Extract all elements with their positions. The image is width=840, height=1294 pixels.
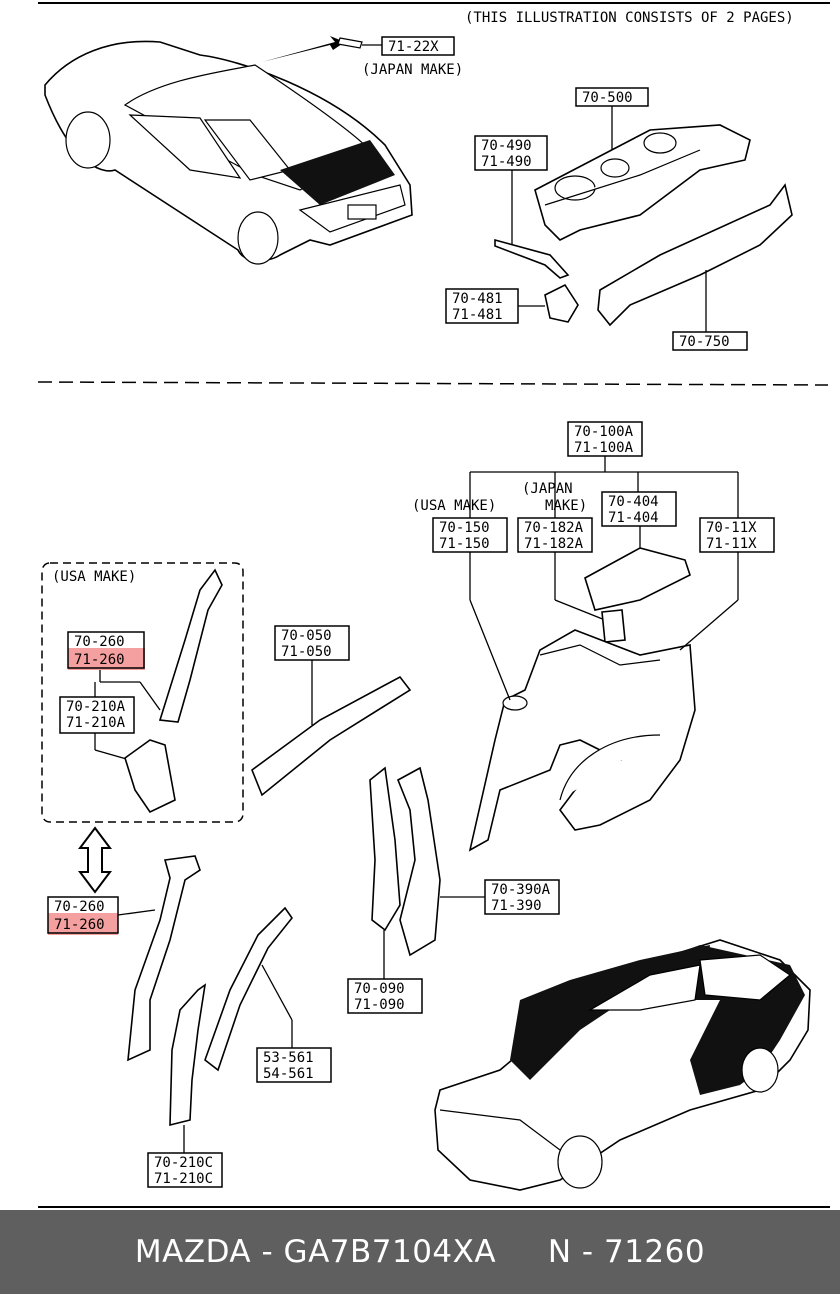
callout-box-70-090 <box>347 978 423 1014</box>
callout-70-050[interactable]: 70-050 <box>281 628 332 644</box>
a-pillar-usa-part <box>158 568 223 723</box>
callout-71-100a[interactable]: 71-100A <box>574 440 634 456</box>
callout-box-70-100a <box>567 421 643 457</box>
callout-71-11x[interactable]: 71-11X <box>706 536 757 552</box>
callout-71-260-a[interactable]: 71-260 <box>74 652 125 668</box>
callout-70-11x[interactable]: 70-11X <box>706 520 757 536</box>
callout-71-050[interactable]: 71-050 <box>281 644 332 660</box>
callout-71-404[interactable]: 71-404 <box>608 510 659 526</box>
callout-box-70-390a <box>484 879 560 915</box>
callout-71-182a[interactable]: 71-182A <box>524 536 584 552</box>
callout-box-70-150 <box>432 517 508 553</box>
callout-70-750[interactable]: 70-750 <box>679 334 730 350</box>
usa-make-box-label: (USA MAKE) <box>52 569 136 585</box>
rear-floor-pan-part <box>534 124 751 241</box>
callout-box-53-561 <box>256 1047 332 1083</box>
callout-box-70-050 <box>274 625 350 661</box>
part-70-490-shape <box>494 238 570 279</box>
japan-make-note-2: (JAPAN <box>522 481 573 497</box>
section-divider <box>37 381 829 386</box>
brand-name: MAZDA <box>134 1234 252 1270</box>
callout-box-70-210a <box>59 696 135 734</box>
part-70-182a-shape <box>601 609 626 643</box>
japan-make-note: (JAPAN MAKE) <box>362 62 463 78</box>
b-pillar-inner-part <box>369 766 401 932</box>
reference-number: N - 71260 <box>547 1234 706 1270</box>
callout-54-561[interactable]: 54-561 <box>263 1066 314 1082</box>
callout-53-561[interactable]: 53-561 <box>263 1050 314 1066</box>
callout-70-182a[interactable]: 70-182A <box>524 520 584 536</box>
part-70-404-shape <box>584 547 691 611</box>
callout-70-100a[interactable]: 70-100A <box>574 424 634 440</box>
arrow-71-22x <box>262 36 345 62</box>
a-pillar-part-highlighted[interactable] <box>127 855 201 1062</box>
part-70-210a-shape <box>124 739 176 814</box>
callout-box-70-260-a <box>67 631 145 669</box>
sedan-side-view-illustration <box>434 939 811 1191</box>
callout-70-390a[interactable]: 70-390A <box>491 882 551 898</box>
separator: - <box>251 1234 284 1270</box>
car-rear-view-illustration <box>44 40 413 265</box>
part-70-210c-shape <box>169 983 207 1127</box>
callout-71-150[interactable]: 71-150 <box>439 536 490 552</box>
callout-box-70-481 <box>445 288 519 324</box>
callout-box-70-490 <box>474 135 548 171</box>
callout-71-390[interactable]: 71-390 <box>491 898 542 914</box>
callout-box-70-750 <box>672 331 748 351</box>
callout-71-22x[interactable]: 71-22X <box>388 39 439 55</box>
callout-box-70-404 <box>601 491 677 527</box>
part-info-footer: MAZDA - GA7B7104XA N - 71260 <box>0 1210 840 1294</box>
part-71-22x-shape <box>337 37 363 49</box>
callout-box-71-22x <box>381 36 455 56</box>
callout-71-481[interactable]: 71-481 <box>452 307 503 323</box>
callout-70-210c[interactable]: 70-210C <box>154 1155 213 1171</box>
usa-make-note: (USA MAKE) <box>412 498 496 514</box>
parts-diagram: (THIS ILLUSTRATION CONSISTS OF 2 PAGES) … <box>37 2 830 1208</box>
highlight-71-260-a <box>68 648 145 670</box>
callout-70-090[interactable]: 70-090 <box>354 981 405 997</box>
callout-box-70-210c <box>147 1152 223 1188</box>
callout-71-210a[interactable]: 71-210A <box>66 715 126 731</box>
quarter-panel-assembly-part <box>468 629 696 852</box>
spacer <box>496 1234 548 1270</box>
callout-70-481[interactable]: 70-481 <box>452 291 503 307</box>
callout-71-090[interactable]: 71-090 <box>354 997 405 1013</box>
callout-70-260-a[interactable]: 70-260 <box>74 634 125 650</box>
part-70-481-shape <box>544 283 579 323</box>
usa-make-group-box <box>41 562 244 823</box>
callout-70-490[interactable]: 70-490 <box>481 138 532 154</box>
callout-70-210a[interactable]: 70-210A <box>66 699 126 715</box>
part-70-050-shape <box>251 675 412 797</box>
rear-end-panel-part <box>597 183 793 327</box>
header-note: (THIS ILLUSTRATION CONSISTS OF 2 PAGES) <box>465 10 794 26</box>
highlight-71-260-b <box>48 913 118 935</box>
callout-71-210c[interactable]: 71-210C <box>154 1171 213 1187</box>
callout-70-260-b[interactable]: 70-260 <box>54 899 105 915</box>
part-number: GA7B7104XA <box>283 1234 497 1270</box>
callout-70-404[interactable]: 70-404 <box>608 494 659 510</box>
japan-make-note-2b: MAKE) <box>545 498 587 514</box>
callout-71-490[interactable]: 71-490 <box>481 154 532 170</box>
part-53-561-shape <box>204 906 293 1072</box>
callout-71-260-b[interactable]: 71-260 <box>54 917 105 933</box>
swap-arrow-icon <box>78 826 112 894</box>
b-pillar-outer-part <box>396 766 441 957</box>
callout-box-70-11x <box>699 517 775 553</box>
callout-70-500[interactable]: 70-500 <box>582 90 633 106</box>
callout-70-150[interactable]: 70-150 <box>439 520 490 536</box>
